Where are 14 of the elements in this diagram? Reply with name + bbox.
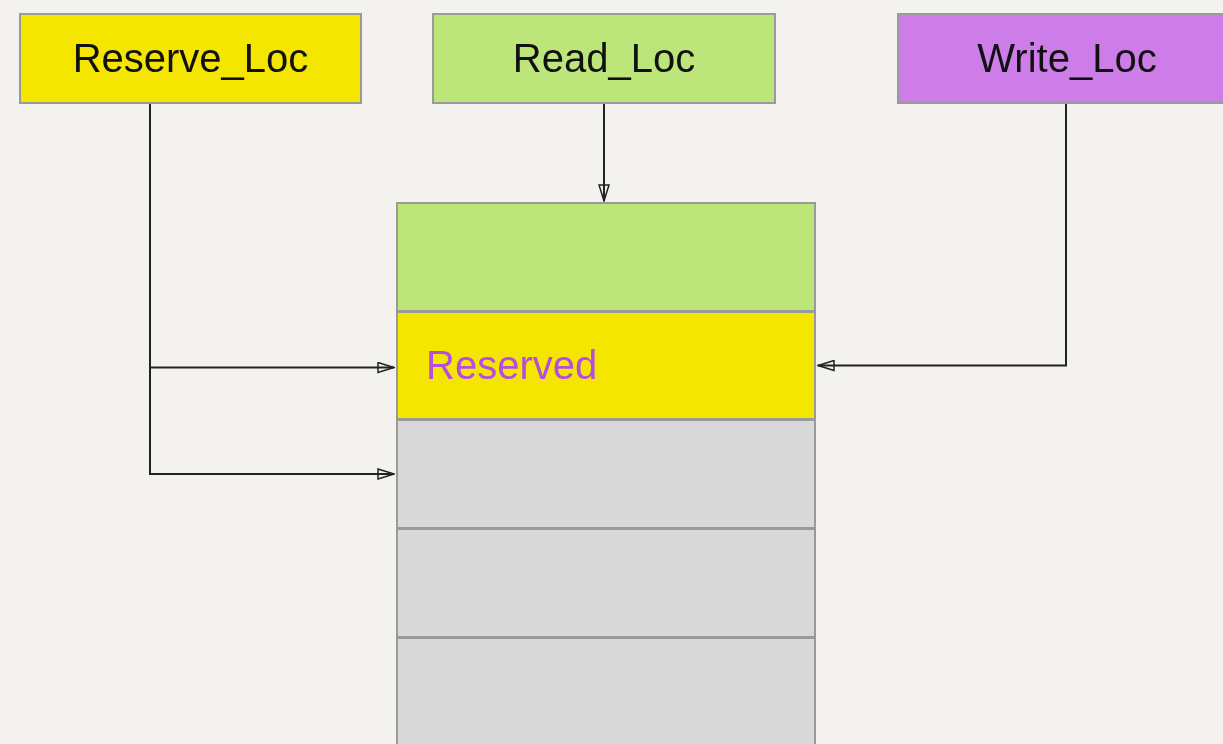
node-label: Write_Loc [977,36,1157,81]
node-label: Reserve_Loc [72,36,309,81]
arrow [817,103,1067,372]
pointer-box [19,13,362,104]
pointer-box [432,13,776,104]
buffer-slot [396,637,816,744]
buffer-slot [396,202,816,312]
node-label: Read_Loc [512,36,696,81]
buffer-slot [396,528,816,638]
buffer-slot [396,311,816,420]
pointer-box [897,13,1223,104]
arrow [598,103,610,202]
buffer-slot [396,419,816,529]
node-label: Reserved [426,343,598,388]
